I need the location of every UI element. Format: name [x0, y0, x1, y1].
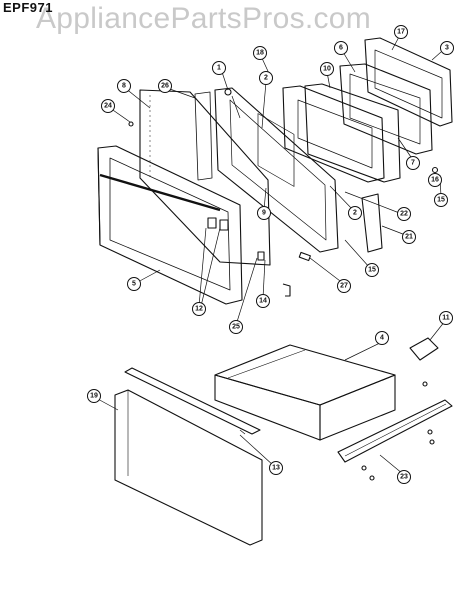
callout-15b-label: 15: [437, 197, 445, 204]
clip-25: [257, 251, 265, 261]
drawer-slide: [337, 399, 453, 463]
callout-26-label: 26: [161, 83, 169, 90]
handle-bracket-right: [219, 219, 229, 231]
callout-9-label: 9: [262, 210, 266, 217]
callout-5-label: 5: [132, 281, 136, 288]
callout-2a: 2: [259, 71, 273, 85]
callout-21: 21: [402, 230, 416, 244]
drawer-box: [214, 344, 396, 441]
callout-16-label: 16: [431, 177, 439, 184]
callout-2b: 2: [348, 206, 362, 220]
model-number: EPF971: [3, 0, 53, 15]
drawer-bracket: [409, 337, 439, 361]
callout-12-label: 12: [195, 306, 203, 313]
hinge: [361, 193, 383, 253]
callout-13-label: 13: [272, 465, 280, 472]
callout-10-label: 10: [323, 66, 331, 73]
callout-17: 17: [394, 25, 408, 39]
callout-14: 14: [256, 294, 270, 308]
bumper-27: [298, 251, 311, 262]
callout-11-label: 11: [442, 315, 450, 322]
drawer-rail: [124, 367, 261, 435]
callout-2b-label: 2: [353, 210, 357, 217]
callout-16: 16: [428, 173, 442, 187]
callout-27: 27: [337, 279, 351, 293]
callout-18-label: 18: [256, 50, 264, 57]
callout-8: 8: [117, 79, 131, 93]
door-glass-assembly: [304, 63, 433, 183]
callout-25: 25: [229, 320, 243, 334]
callout-5: 5: [127, 277, 141, 291]
callout-8-label: 8: [122, 83, 126, 90]
callout-23-label: 23: [400, 474, 408, 481]
callout-11: 11: [439, 311, 453, 325]
callout-17-label: 17: [397, 29, 405, 36]
watermark: AppliancePartsPros.com: [36, 2, 372, 35]
callout-4: 4: [375, 331, 389, 345]
door-frame: [97, 145, 243, 305]
door-outer-glass-panel: [139, 89, 271, 266]
callout-6-label: 6: [339, 45, 343, 52]
window-frame: [282, 85, 385, 183]
callout-10: 10: [320, 62, 334, 76]
callout-21-label: 21: [405, 234, 413, 241]
callout-14-label: 14: [259, 298, 267, 305]
door-liner: [214, 87, 339, 253]
callout-19-label: 19: [90, 393, 98, 400]
callout-26: 26: [158, 79, 172, 93]
spring-14: [282, 283, 291, 297]
callout-12: 12: [192, 302, 206, 316]
callout-24-label: 24: [104, 103, 112, 110]
callout-15a: 15: [365, 263, 379, 277]
handle-bracket-left: [207, 217, 217, 229]
callout-2a-label: 2: [264, 75, 268, 82]
callout-7: 7: [406, 156, 420, 170]
callout-1: 1: [212, 61, 226, 75]
callout-group: 1 2 2 3 4 5 6 7 8 9 10 11 12 13 14 15 15…: [87, 25, 454, 484]
screw-24: [128, 121, 134, 127]
callout-22: 22: [397, 207, 411, 221]
callout-1-label: 1: [217, 65, 221, 72]
callout-15b: 15: [434, 193, 448, 207]
top-trim: [364, 37, 453, 127]
callout-18: 18: [253, 46, 267, 60]
callout-6: 6: [334, 41, 348, 55]
callout-7-label: 7: [411, 160, 415, 167]
callout-25-label: 25: [232, 324, 240, 331]
callout-13: 13: [269, 461, 283, 475]
callout-3: 3: [440, 41, 454, 55]
callout-9: 9: [257, 206, 271, 220]
screw-16: [431, 166, 439, 174]
callout-15a-label: 15: [368, 267, 376, 274]
callout-3-label: 3: [445, 45, 449, 52]
callout-27-label: 27: [340, 283, 348, 290]
drawer-front: [114, 389, 263, 546]
callout-4-label: 4: [380, 335, 384, 342]
callout-19: 19: [87, 389, 101, 403]
callout-23: 23: [397, 470, 411, 484]
callout-16-circle: [428, 173, 442, 187]
callout-24: 24: [101, 99, 115, 113]
callout-22-label: 22: [400, 211, 408, 218]
